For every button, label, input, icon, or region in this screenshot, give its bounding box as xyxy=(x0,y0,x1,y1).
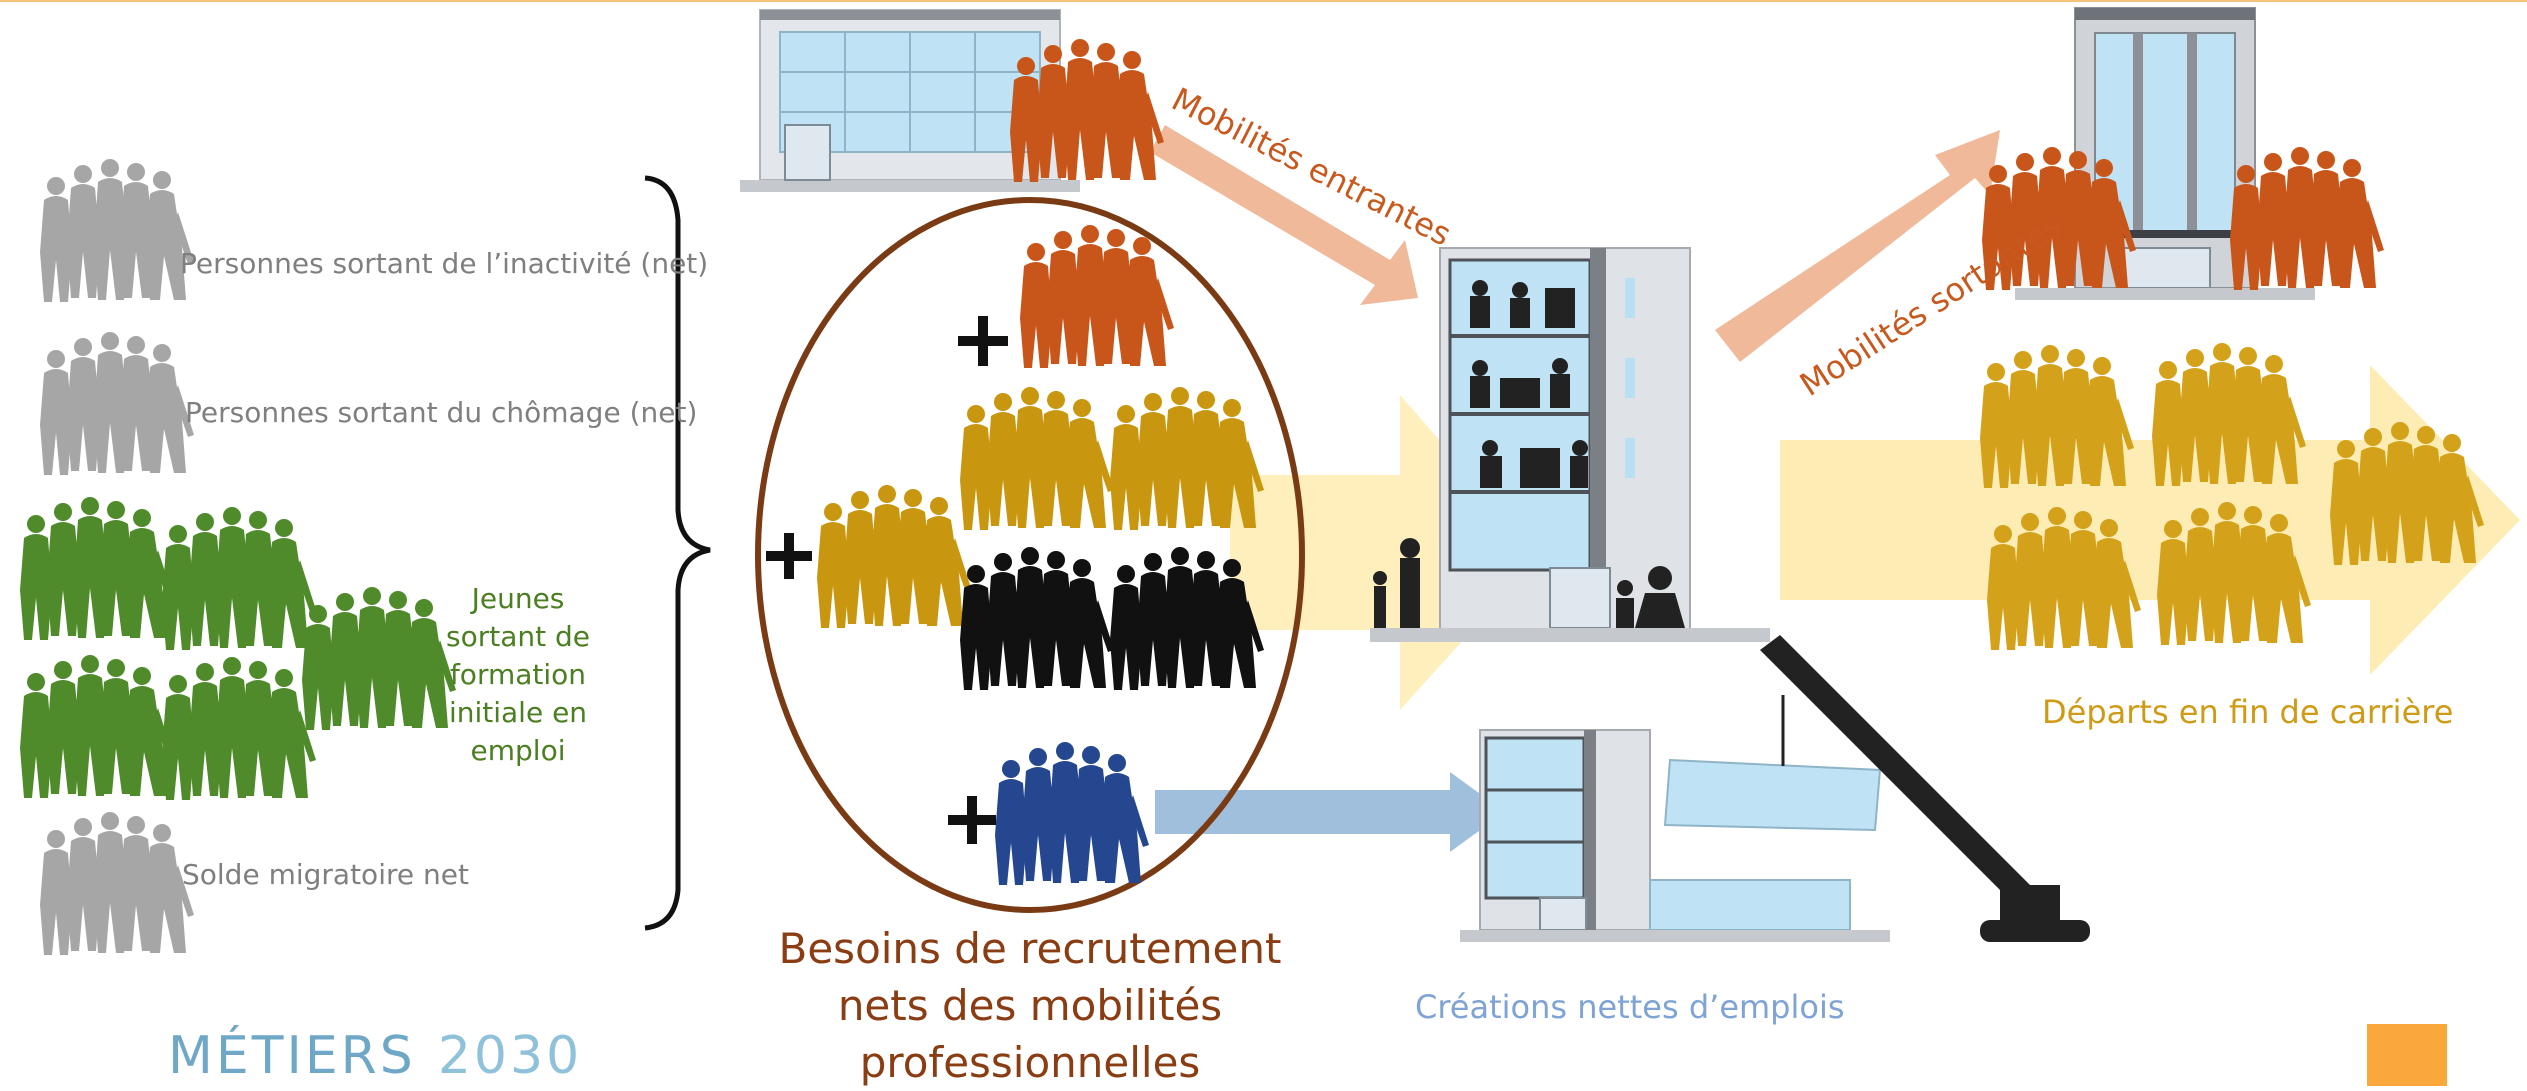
black-people-icon xyxy=(960,547,1114,690)
retirement-caption: Départs en fin de carrière xyxy=(2042,693,2454,731)
recruitment-needs-ellipse xyxy=(755,197,1305,913)
retirement-outflow-arrow xyxy=(1780,365,2520,675)
corner-orange-marker xyxy=(2367,1024,2447,1086)
migration-people-icon xyxy=(40,812,194,955)
young-people-icon xyxy=(162,657,316,800)
gold-people-icon xyxy=(960,387,1114,530)
recruitment-needs-caption: Besoins de recrutement nets des mobilité… xyxy=(778,924,1282,1087)
metiers-2030-logo: MÉTIERS 2030 xyxy=(168,1026,582,1086)
plus-icon xyxy=(766,533,812,579)
new-building-icon xyxy=(1460,635,2090,942)
gold-people-icon xyxy=(1110,387,1264,530)
mobility-out-arrow xyxy=(1715,130,2000,362)
black-people-icon xyxy=(1110,547,1264,690)
job-creation-arrow xyxy=(1155,772,1505,852)
top-border-line xyxy=(0,0,2527,2)
blue-people-icon xyxy=(995,742,1149,885)
source-unemployment-label: Personnes sortant du chômage (net) xyxy=(185,396,698,429)
mobility-in-arrow xyxy=(1150,125,1418,305)
young-people-icon xyxy=(162,507,316,650)
young-people-icon xyxy=(20,655,174,798)
orange-people-icon xyxy=(1020,225,1174,368)
job-creation-caption: Créations nettes d’emplois xyxy=(1415,988,1845,1026)
retiring-people-icon xyxy=(1980,345,2134,488)
young-people-icon xyxy=(20,497,174,640)
grouping-brace xyxy=(644,175,711,931)
logo-brand: MÉTIERS xyxy=(168,1026,416,1086)
plus-icon xyxy=(948,796,996,844)
logo-year: 2030 xyxy=(437,1026,583,1086)
plus-icon xyxy=(958,316,1008,366)
central-office-building-icon xyxy=(1370,247,1770,642)
unemployed-people-icon xyxy=(40,332,194,475)
source-migration-label: Solde migratoire net xyxy=(182,858,469,891)
origin-building-icon xyxy=(739,9,1081,193)
gold-people-icon xyxy=(817,485,971,628)
retiring-people-icon xyxy=(2152,343,2306,486)
source-young-graduates-label: Jeunes sortant de formation initiale en … xyxy=(446,582,590,767)
source-inactivity-label: Personnes sortant de l’inactivité (net) xyxy=(180,247,709,280)
inactive-people-icon xyxy=(40,159,194,302)
